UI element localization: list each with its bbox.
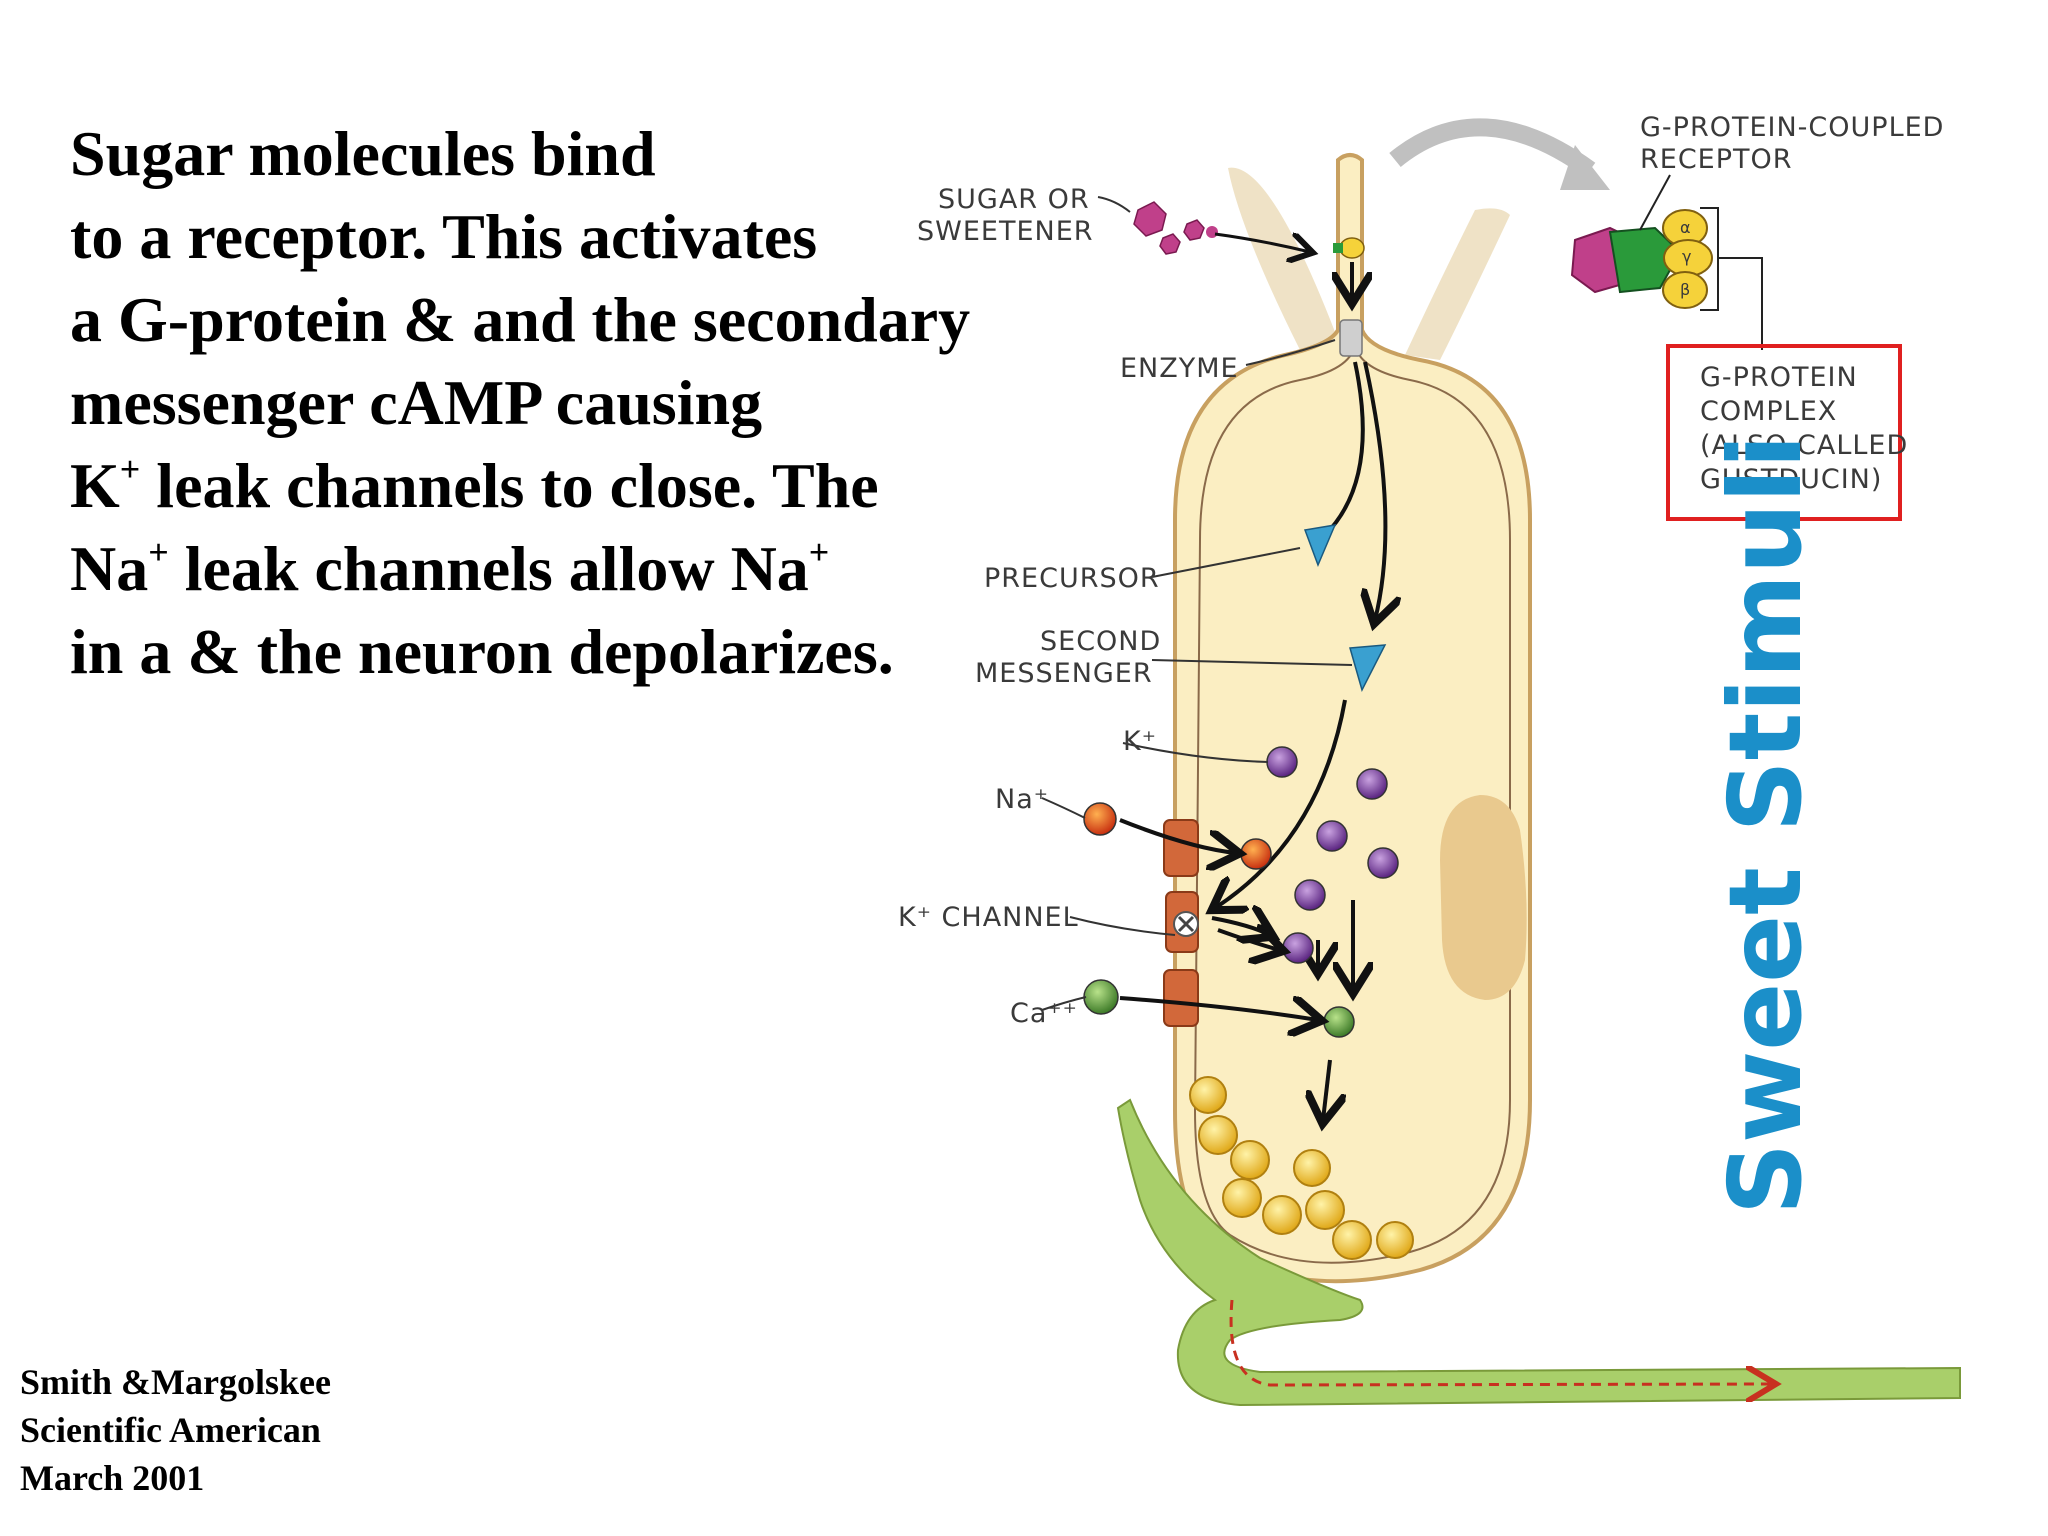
signal-arrows: [1215, 262, 1385, 1120]
precursor-shape: [1303, 524, 1337, 568]
text-line: Sugar molecules bind: [70, 112, 1070, 195]
main-explanation-text: Sugar molecules bind to a receptor. This …: [70, 112, 1070, 693]
gprotein-highlight-box: [1666, 344, 1902, 521]
label-sugar-1: SUGAR OR: [938, 184, 1090, 215]
text-segment: a G-protein & and the secondary: [70, 284, 971, 355]
text-line: to a receptor. This activates: [70, 195, 1070, 278]
sugar-molecules: [1133, 201, 1310, 254]
label-ca-ion: Ca⁺⁺: [1010, 998, 1078, 1029]
text-segment: to a receptor. This activates: [70, 201, 818, 272]
label-enzyme: ENZYME: [1120, 353, 1239, 384]
sweet-stimuli-title: Sweet Stimuli: [1707, 434, 1824, 1215]
text-line: K+ leak channels to close. The: [70, 444, 1070, 527]
ion-channels: [1163, 819, 1199, 1027]
text-line: Na+ leak channels allow Na+: [70, 527, 1070, 610]
text-segment: leak channels to close. The: [140, 450, 879, 521]
text-segment: K: [70, 450, 120, 521]
citation-date: March 2001: [20, 1458, 205, 1498]
receptor-at-tip: [1333, 237, 1365, 357]
taste-cell-body: [1173, 153, 1532, 1284]
text-segment: leak channels allow Na: [168, 533, 809, 604]
inset-arrow: [1389, 118, 1596, 178]
ions: [1083, 746, 1399, 1038]
label-gprotein-1: G-PROTEIN: [1700, 362, 1858, 393]
nerve-fiber: [1116, 1098, 1961, 1407]
cell-membrane-inner: [1193, 344, 1511, 1264]
label-gpcr-1: G-PROTEIN-COUPLED: [1640, 112, 1944, 143]
citation-authors: Smith &Margolskee: [20, 1362, 331, 1402]
text-segment: Na: [70, 533, 149, 604]
label-sugar-2: SWEETENER: [917, 216, 1094, 247]
label-gprotein-3: (ALSO CALLED: [1700, 430, 1908, 461]
text-line: messenger cAMP causing: [70, 361, 1070, 444]
label-k-channel: K⁺ CHANNEL: [898, 902, 1079, 933]
vesicles: [1189, 1076, 1414, 1260]
beta-label: β: [1680, 280, 1690, 299]
citation-journal: Scientific American: [20, 1410, 321, 1450]
superscript-plus: +: [119, 449, 141, 489]
text-line: in a & the neuron depolarizes.: [70, 610, 1070, 693]
label-gpcr-2: RECEPTOR: [1640, 144, 1793, 175]
text-segment: in a & the neuron depolarizes.: [70, 616, 894, 687]
superscript-plus: +: [808, 532, 830, 572]
alpha-label: α: [1680, 218, 1691, 237]
text-segment: Sugar molecules bind: [70, 118, 656, 189]
label-precursor: PRECURSOR: [984, 563, 1160, 594]
label-second-2: MESSENGER: [975, 658, 1153, 689]
gpcr-inset: α γ β: [1570, 174, 1763, 350]
text-segment: messenger cAMP causing: [70, 367, 763, 438]
nucleus: [1440, 795, 1527, 1000]
text-line: a G-protein & and the secondary: [70, 278, 1070, 361]
neighbor-cells: [1228, 167, 1510, 360]
second-messenger-shape: [1349, 644, 1387, 693]
diagram-labels: SUGAR OR SWEETENER G-PROTEIN-COUPLED REC…: [898, 112, 1944, 1029]
citation: Smith &Margolskee Scientific American Ma…: [20, 1358, 331, 1502]
nerve-signal-arrow: [1229, 1299, 1770, 1385]
label-gprotein-4: GUSTDUCIN): [1700, 464, 1882, 495]
label-second-1: SECOND: [1040, 626, 1161, 657]
ion-arrows: [1119, 818, 1353, 1020]
label-gprotein-2: COMPLEX: [1700, 396, 1837, 427]
gamma-label: γ: [1682, 247, 1691, 266]
label-na-ion: Na⁺: [995, 784, 1049, 815]
label-k-ion: K⁺: [1123, 726, 1157, 757]
superscript-plus: +: [148, 532, 169, 572]
leader-lines: [1041, 196, 1353, 1011]
